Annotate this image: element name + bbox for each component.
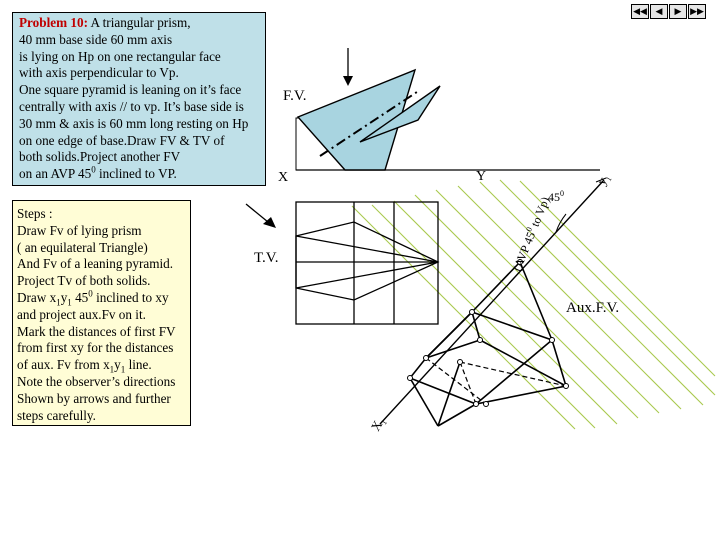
aux-edge	[425, 311, 473, 359]
x1y1-line	[379, 179, 605, 425]
projector-line	[351, 205, 576, 430]
step-line: Draw x1y1 450 inclined to xy	[17, 288, 169, 308]
step-line: steps carefully.	[17, 407, 96, 423]
problem-line: 40 mm base side 60 mm axis	[19, 31, 173, 47]
aux-edge	[519, 261, 553, 341]
last-slide-icon[interactable]: ▶▶	[688, 4, 706, 19]
point	[407, 375, 413, 381]
aux-edge	[479, 339, 567, 387]
step-line: Draw Fv of lying prism	[17, 222, 142, 238]
top-view	[295, 201, 440, 325]
step-line: Note the observer’s directions	[17, 373, 176, 389]
steps-title: Steps :	[17, 206, 53, 221]
steps-box: Steps : Draw Fv of lying prism ( an equi…	[12, 200, 191, 426]
x1-label: X1	[368, 414, 389, 434]
problem-last-line: on an AVP 450 inclined to VP.	[19, 164, 177, 182]
problem-line: is lying on Hp on one rectangular face	[19, 48, 221, 64]
point	[563, 383, 569, 389]
hidden-edge	[425, 357, 487, 405]
aux-edge	[409, 377, 439, 427]
point	[423, 355, 429, 361]
fv-label: F.V.	[283, 88, 307, 104]
aux-fv-label: Aux.F.V.	[566, 300, 619, 316]
aux-edge	[471, 311, 481, 341]
problem-line: One square pyramid is leaning on it’s fa…	[19, 82, 242, 98]
projector-lines	[351, 179, 716, 430]
step-line: Mark the distances of first FV	[17, 323, 176, 339]
avp-label: (AVP 450 to Vp)	[509, 194, 552, 273]
hidden-edge	[459, 361, 477, 405]
angle-label: 450	[548, 189, 564, 204]
tv-label: T.V.	[254, 250, 278, 266]
problem-line: both solids.Project another FV	[19, 149, 181, 165]
pyramid-front-view	[296, 68, 417, 171]
aux-prism	[408, 311, 568, 405]
pyramid-edge	[295, 261, 439, 289]
point	[483, 401, 489, 407]
aux-edge	[471, 261, 521, 313]
aux-hidden-edges	[425, 357, 567, 405]
aux-edge	[437, 403, 477, 427]
point	[517, 259, 523, 265]
projector-line	[435, 189, 660, 414]
projector-line	[457, 185, 682, 410]
x-label: X	[278, 170, 288, 185]
projector-line	[479, 181, 704, 406]
projector-line	[499, 179, 716, 396]
observer-arrow-fv	[343, 48, 353, 86]
aux-edge	[437, 361, 461, 427]
point	[549, 337, 555, 343]
y-label: Y	[476, 169, 486, 184]
step-line: from first xy for the distances	[17, 340, 174, 356]
aux-edge	[425, 339, 481, 359]
step-line: of aux. Fv from x1y1 line.	[17, 357, 152, 375]
next-slide-icon[interactable]: ▶	[669, 4, 687, 19]
point	[457, 359, 463, 365]
problem-line: on one edge of base.Draw FV & TV of	[19, 132, 225, 148]
pyramid-front-view-shade	[359, 85, 441, 143]
angle-arc	[555, 213, 567, 233]
problem-line: 30 mm & axis is 60 mm long resting on Hp	[19, 115, 249, 131]
pyramid-top-view	[295, 221, 440, 301]
problem-line: centrally with axis // to vp. It’s base …	[19, 98, 244, 114]
first-slide-icon[interactable]: ◀◀	[631, 4, 649, 19]
step-line: And Fv of a leaning pyramid.	[17, 256, 174, 272]
projector-line	[414, 194, 639, 419]
observer-arrow-aux	[245, 203, 276, 228]
auxiliary-front-view	[408, 261, 568, 427]
step-line: Shown by arrows and further	[17, 390, 171, 406]
y1-label: y1	[594, 171, 614, 189]
problem-statement-box: Problem 10: A triangular prism, 40 mm ba…	[12, 12, 266, 186]
slide-navigation: ◀◀ ◀ ▶ ▶▶	[631, 4, 707, 20]
projector-line	[393, 200, 618, 425]
step-line: Project Tv of both solids.	[17, 273, 151, 289]
problem-first-line: Problem 10: A triangular prism,	[19, 15, 191, 30]
problem-heading: Problem 10:	[19, 15, 88, 30]
problem-line: with axis perpendicular to Vp.	[19, 65, 179, 81]
hidden-edge	[459, 361, 567, 387]
point	[477, 337, 483, 343]
step-line: and project aux.Fv on it.	[17, 306, 146, 322]
aux-edge	[475, 339, 553, 405]
point	[469, 309, 475, 315]
previous-slide-icon[interactable]: ◀	[650, 4, 668, 19]
projector-line	[519, 180, 716, 377]
point	[473, 401, 479, 407]
step-line: ( an equilateral Triangle)	[17, 239, 148, 255]
pyramid-edge	[295, 235, 439, 263]
aux-points	[407, 259, 569, 407]
y1-tick	[595, 177, 607, 183]
